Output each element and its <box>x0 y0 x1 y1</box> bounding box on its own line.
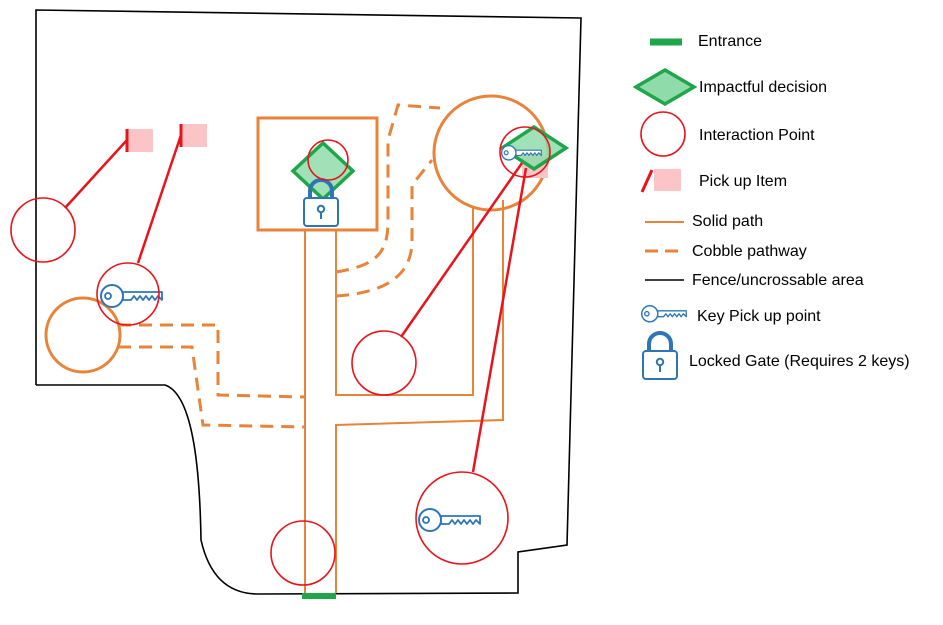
key-icon <box>640 305 687 323</box>
legend-lock-label: Locked Gate (Requires 2 keys) <box>689 353 910 370</box>
legend-cobble-label: Cobble pathway <box>692 243 807 260</box>
legend-entrance-label: Entrance <box>698 33 762 50</box>
legend-solid-label: Solid path <box>692 213 763 230</box>
legend-decision-swatch <box>632 67 698 107</box>
interaction-links <box>64 134 528 473</box>
legend-key-label: Key Pick up point <box>697 308 821 325</box>
legend-interaction-label: Interaction Point <box>699 127 815 144</box>
padlock-icon <box>641 331 679 381</box>
legend-interaction-swatch <box>640 111 686 157</box>
solid-paths <box>44 94 550 593</box>
legend-pickup-swatch <box>640 169 681 193</box>
legend-pickup-label: Pick up Item <box>699 173 787 190</box>
decision-diamond-east <box>498 124 570 172</box>
key-icon <box>100 284 163 308</box>
legend-decision-label: Impactful decision <box>699 79 827 96</box>
left-area-circle <box>44 296 122 374</box>
gate-building <box>256 116 379 232</box>
interaction-points <box>10 126 551 586</box>
legend-fence-label: Fence/uncrossable area <box>692 272 864 289</box>
legend: Entrance Impactful decision Interaction … <box>632 33 910 381</box>
key-icon <box>418 508 481 532</box>
cobble-pathways <box>118 103 441 429</box>
fence-boundary <box>35 9 582 595</box>
